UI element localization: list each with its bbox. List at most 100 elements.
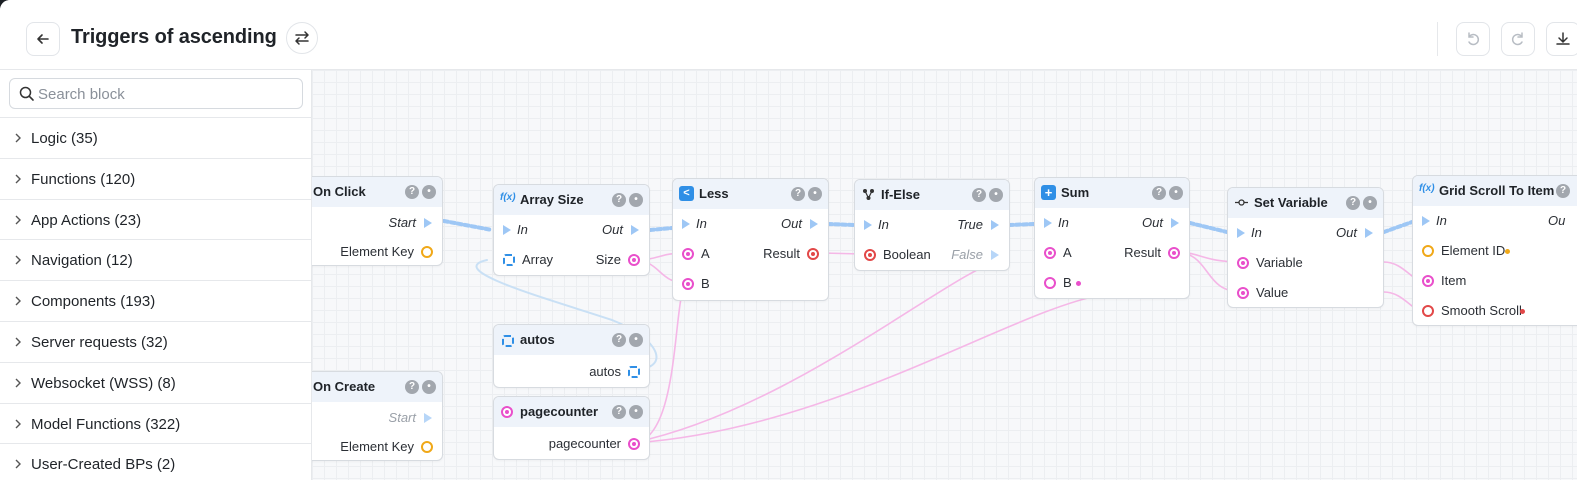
exec-out-pin[interactable] — [1365, 228, 1373, 238]
pin-in-label: In — [878, 217, 889, 232]
back-button[interactable] — [26, 22, 60, 56]
help-icon[interactable]: ? — [612, 333, 626, 347]
size-out-pin[interactable] — [628, 254, 640, 266]
exec-in-pin[interactable] — [864, 220, 872, 230]
node-sum[interactable]: + Sum ?• In Out A Result B — [1034, 177, 1190, 299]
element-key-pin[interactable] — [421, 246, 433, 258]
header-divider — [1437, 22, 1438, 56]
pagecounter-out-pin[interactable] — [628, 438, 640, 450]
node-on-create[interactable]: On Create ?• Start Element Key — [312, 371, 443, 461]
help-icon[interactable]: ? — [791, 187, 805, 201]
exec-in-pin[interactable] — [1044, 218, 1052, 228]
redo-icon — [1511, 32, 1523, 46]
switch-blueprint-button[interactable] — [286, 22, 318, 54]
category-user-created-bps[interactable]: User-Created BPs (2) — [0, 444, 311, 480]
pin-false-label: False — [951, 247, 983, 262]
array-in-pin[interactable] — [503, 254, 515, 266]
category-navigation[interactable]: Navigation (12) — [0, 240, 311, 282]
category-app-actions[interactable]: App Actions (23) — [0, 200, 311, 241]
comment-icon[interactable]: • — [1169, 186, 1183, 200]
node-title: If-Else — [881, 187, 921, 202]
category-functions[interactable]: Functions (120) — [0, 159, 311, 200]
category-websocket[interactable]: Websocket (WSS) (8) — [0, 363, 311, 404]
pin-in-label: In — [1058, 215, 1069, 230]
comment-icon[interactable]: • — [629, 405, 643, 419]
node-grid-scroll-to-item[interactable]: f(x) Grid Scroll To Item ? In Ou Element… — [1412, 175, 1577, 326]
b-in-pin[interactable] — [682, 278, 694, 290]
node-actions: ?• — [612, 333, 643, 347]
value-in-pin[interactable] — [1237, 287, 1249, 299]
pin-a-label: A — [1063, 245, 1072, 260]
node-autos-variable[interactable]: autos ?• autos — [493, 324, 650, 388]
node-actions: ?• — [612, 193, 643, 207]
help-icon[interactable]: ? — [1152, 186, 1166, 200]
exec-in-pin[interactable] — [1422, 216, 1430, 226]
blueprint-canvas[interactable]: On Click ?• Start Element Key On Create … — [312, 70, 1577, 480]
node-set-variable[interactable]: Set Variable ?• In Out Variable Value — [1227, 187, 1384, 308]
comment-icon[interactable]: • — [989, 188, 1003, 202]
chevron-right-icon — [15, 419, 21, 429]
comment-icon[interactable]: • — [422, 185, 436, 199]
node-header — [1413, 176, 1577, 206]
category-server-requests[interactable]: Server requests (32) — [0, 322, 311, 363]
a-in-pin[interactable] — [1044, 247, 1056, 259]
node-on-click[interactable]: On Click ?• Start Element Key — [312, 176, 443, 266]
unset-indicator — [1076, 281, 1081, 286]
number-variable-icon — [501, 406, 513, 418]
category-logic[interactable]: Logic (35) — [0, 118, 311, 159]
category-model-functions[interactable]: Model Functions (322) — [0, 404, 311, 445]
exec-out-pin[interactable] — [631, 225, 639, 235]
result-out-pin[interactable] — [807, 248, 819, 260]
exec-out-pin[interactable] — [1171, 218, 1179, 228]
pin-boolean-label: Boolean — [883, 247, 931, 262]
chevron-right-icon — [15, 378, 21, 388]
pin-b-label: B — [1063, 275, 1072, 290]
comment-icon[interactable]: • — [629, 193, 643, 207]
exec-false-pin[interactable] — [991, 250, 999, 260]
comment-icon[interactable]: • — [629, 333, 643, 347]
comment-icon[interactable]: • — [422, 380, 436, 394]
help-icon[interactable]: ? — [1556, 184, 1570, 198]
comment-icon[interactable]: • — [1363, 196, 1377, 210]
undo-button[interactable] — [1456, 22, 1490, 56]
search-input[interactable] — [38, 83, 293, 105]
node-if-else[interactable]: If-Else ?• In True Boolean False — [854, 179, 1010, 271]
autos-out-pin[interactable] — [628, 366, 640, 378]
variable-in-pin[interactable] — [1237, 257, 1249, 269]
help-icon[interactable]: ? — [1346, 196, 1360, 210]
pin-in-label: In — [1436, 213, 1447, 228]
pin-a-label: A — [701, 246, 710, 261]
boolean-in-pin[interactable] — [864, 249, 876, 261]
element-id-in-pin[interactable] — [1422, 245, 1434, 257]
smooth-scroll-in-pin[interactable] — [1422, 305, 1434, 317]
plus-icon: + — [1041, 185, 1056, 200]
exec-out-pin[interactable] — [424, 218, 432, 228]
swap-arrows-icon — [295, 31, 309, 45]
help-icon[interactable]: ? — [612, 193, 626, 207]
help-icon[interactable]: ? — [972, 188, 986, 202]
exec-in-pin[interactable] — [682, 219, 690, 229]
download-button[interactable] — [1546, 22, 1577, 56]
item-in-pin[interactable] — [1422, 275, 1434, 287]
result-out-pin[interactable] — [1168, 247, 1180, 259]
exec-out-pin[interactable] — [424, 413, 432, 423]
help-icon[interactable]: ? — [405, 185, 419, 199]
help-icon[interactable]: ? — [405, 380, 419, 394]
category-components[interactable]: Components (193) — [0, 281, 311, 322]
node-array-size[interactable]: f(x) Array Size ?• In Out Array Size — [493, 184, 650, 276]
chevron-right-icon — [15, 459, 21, 469]
exec-in-pin[interactable] — [503, 225, 511, 235]
comment-icon[interactable]: • — [808, 187, 822, 201]
a-in-pin[interactable] — [682, 248, 694, 260]
exec-in-pin[interactable] — [1237, 228, 1245, 238]
pin-in-label: In — [517, 222, 528, 237]
help-icon[interactable]: ? — [612, 405, 626, 419]
redo-button[interactable] — [1501, 22, 1535, 56]
exec-out-pin[interactable] — [810, 219, 818, 229]
node-less[interactable]: < Less ?• In Out A Result B — [672, 178, 829, 301]
node-pagecounter-variable[interactable]: pagecounter ?• pagecounter — [493, 396, 650, 460]
data-wire — [631, 294, 1103, 444]
exec-true-pin[interactable] — [991, 220, 999, 230]
element-key-pin[interactable] — [421, 441, 433, 453]
b-in-pin[interactable] — [1044, 277, 1056, 289]
